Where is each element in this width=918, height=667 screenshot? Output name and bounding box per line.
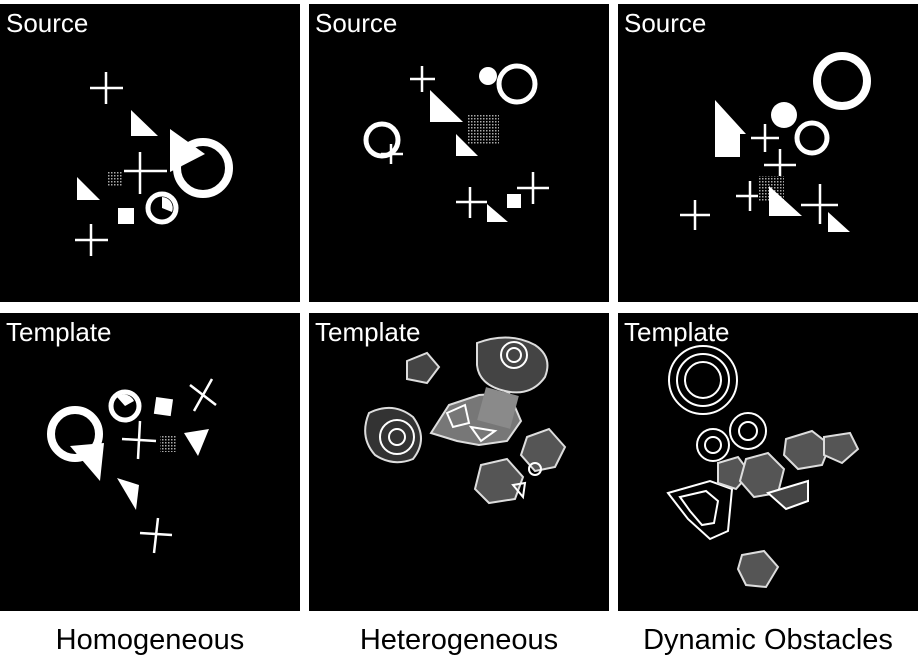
square-shape [153,396,174,417]
cross-blob-shape [823,431,860,465]
panel-label-template: Template [6,317,112,347]
panel-heterogeneous-source: Source [309,4,609,302]
scene-heterogeneous-template [364,336,567,505]
scene-dynamic-template [666,345,860,589]
triangle-shape [487,204,508,222]
triangle-shape [184,429,209,456]
triangle-shape [769,186,802,216]
panel-label-source: Source [6,8,89,38]
caption-heterogeneous: Heterogeneous [359,624,559,656]
cross-shape [121,420,157,460]
cross-shape [517,172,549,204]
arrow-shape [715,100,746,157]
triangle-shape [456,134,478,156]
triangle-shape [70,443,104,481]
scene-homogeneous-template [47,378,217,554]
arrow-outline [666,479,734,541]
triangle-outline [468,425,498,443]
ring-shape [704,436,722,454]
ring-shape [173,138,233,198]
caption-dynamic-obstacles: Dynamic Obstacles [643,624,893,656]
cross-shape [801,184,838,224]
ring-shape [668,345,738,415]
ring-shape [738,421,758,441]
disc-shape [771,102,797,128]
panel-label-source: Source [315,8,398,38]
panel-homogeneous-source: Source [0,4,300,302]
cross-blob-shape [736,549,780,589]
ring-shape [108,389,142,423]
triangle-outline [511,481,527,500]
scene-homogeneous-source [75,72,233,256]
panel-label-template: Template [315,317,421,347]
triangle-shape [828,212,850,232]
ring-shape [528,462,542,476]
ring-shape [794,120,830,156]
disc-shape [479,67,497,85]
ring-shape [684,361,722,399]
arrow-outline [678,489,720,527]
cross-blob-shape [782,429,832,471]
cross-shape [764,149,796,181]
caption-homogeneous: Homogeneous [55,624,245,656]
dotted-square-shape [160,436,176,452]
panel-label-source: Source [624,8,707,38]
panel-label-template: Template [624,317,730,347]
square-shape [118,208,134,224]
triangle-shape [430,90,463,122]
cross-blob-shape [519,427,567,473]
pie-shape [117,394,134,406]
triangle-shape [77,177,100,200]
cross-shape [75,224,108,256]
cross-shape [410,66,435,92]
dotted-square-shape [477,387,519,429]
panel-heterogeneous-template: Template [309,313,609,611]
ring-shape [379,419,415,455]
pie-shape [162,197,173,212]
cross-shape [680,200,710,230]
cross-blob-shape [406,351,441,385]
scene-heterogeneous-source [363,63,549,222]
cross-shape [90,72,123,104]
ring-shape [676,353,730,407]
ring-shape [496,63,538,105]
ring-shape [506,347,522,363]
ring-shape [388,428,406,446]
ring-shape [696,428,730,462]
ring-shape [813,52,871,110]
ring-shape [363,121,401,159]
dotted-square-shape [108,172,122,186]
ring-shape [500,341,528,369]
blob-shape [364,406,422,464]
panel-dynamic-source: Source [618,4,918,302]
ring-shape [729,412,767,450]
cross-shape [139,517,173,554]
cross-shape [189,378,217,412]
ring-shape [47,406,103,462]
dotted-square-shape [468,114,499,145]
square-shape [507,194,521,208]
cross-shape [124,152,167,194]
triangle-blob-shape [765,479,809,511]
panel-dynamic-template: Template [618,313,918,611]
cross-shape [751,124,779,152]
scene-dynamic-source [680,52,871,232]
ring-shape [145,191,179,225]
blob-shape [476,336,549,394]
triangle-outline [445,403,471,429]
triangle-shape [117,478,139,510]
triangle-shape [131,110,158,136]
cross-shape [456,187,487,218]
panel-homogeneous-template: Template [0,313,300,611]
cross-blob-shape [473,457,525,505]
